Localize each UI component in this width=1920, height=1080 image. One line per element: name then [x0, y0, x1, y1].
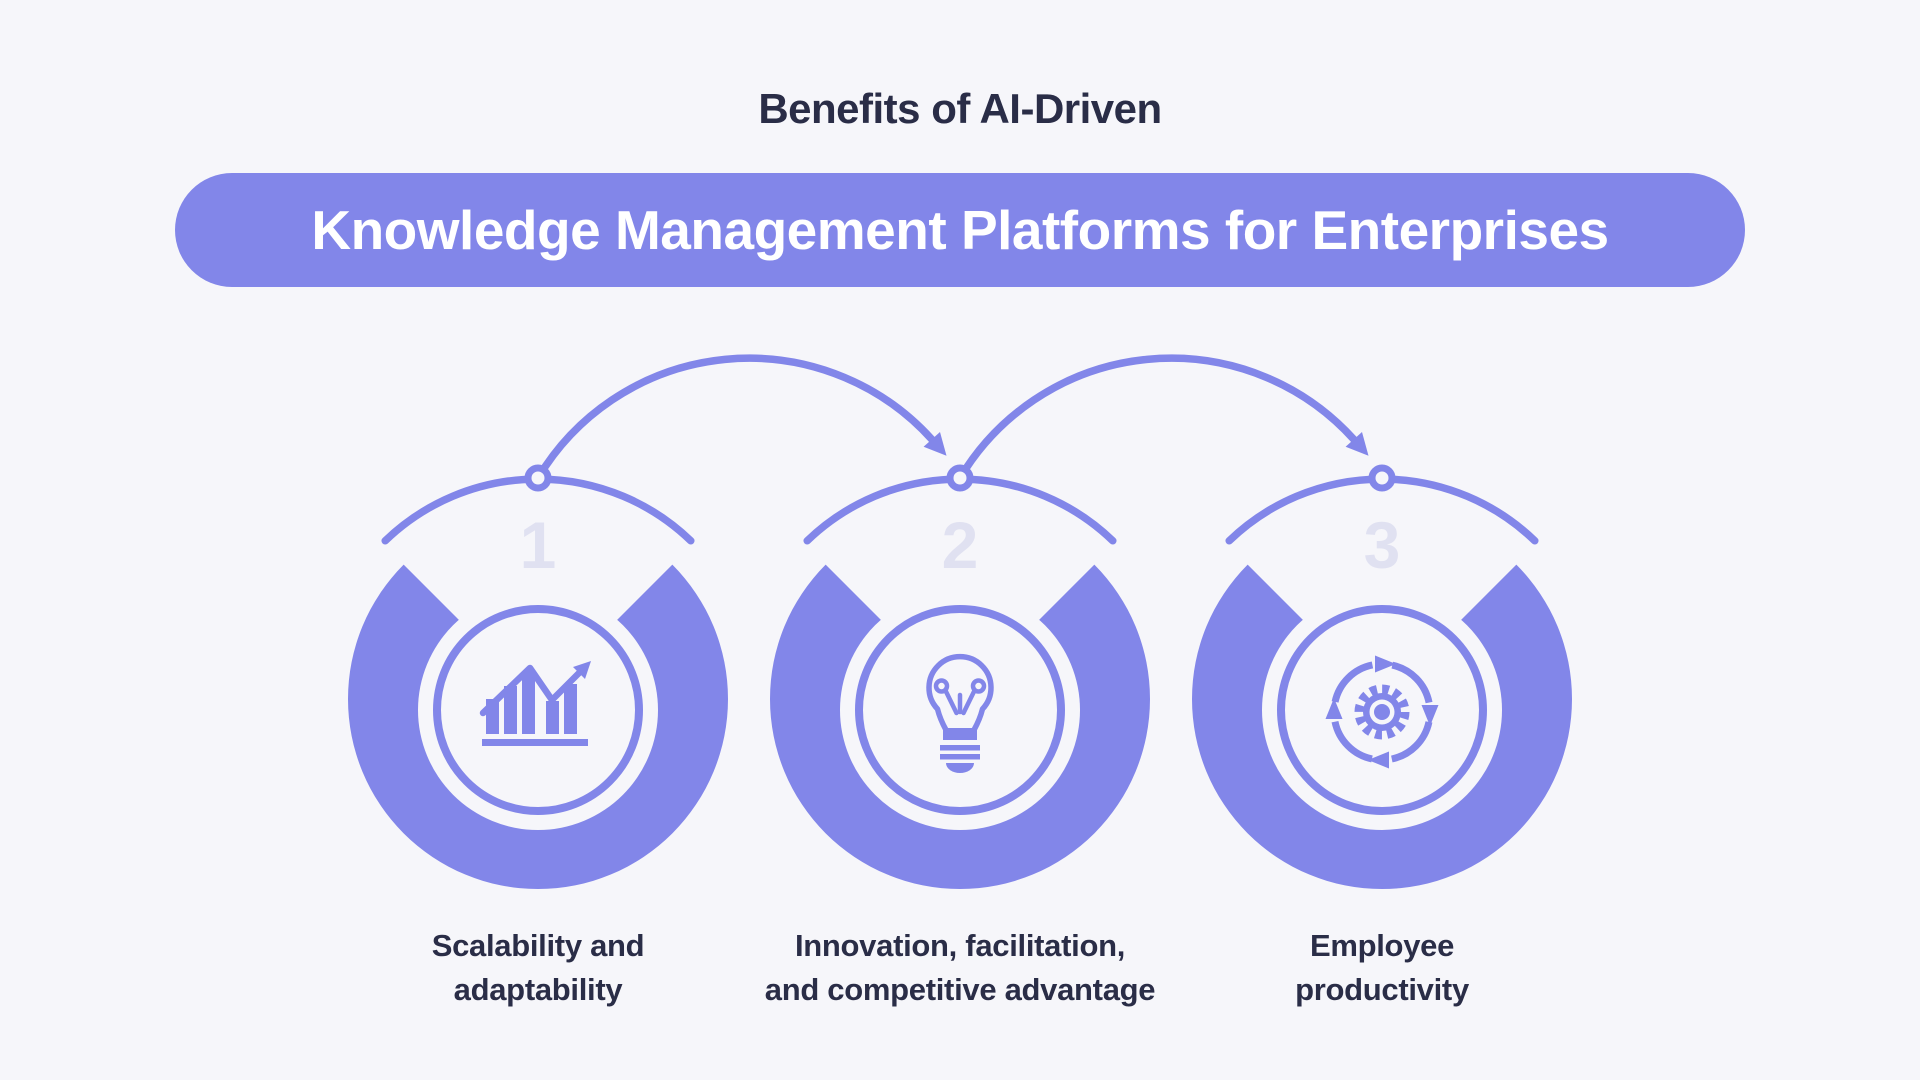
connector-arrow-2-3 [956, 354, 1369, 482]
node-dot [946, 464, 974, 492]
step-item-1: 1 [348, 464, 728, 890]
banner-text: Knowledge Management Platforms for Enter… [311, 199, 1609, 261]
growth-chart-icon [479, 660, 592, 746]
arrowhead-icon [1345, 432, 1369, 456]
step-label-2: Innovation, facilitation, and competitiv… [764, 924, 1156, 1012]
lightbulb-icon [926, 653, 994, 773]
step-item-2: 2 [770, 464, 1150, 890]
step-label-line: Innovation, facilitation, [794, 928, 1126, 963]
connector-arrow-1-2 [534, 354, 947, 482]
step-number: 1 [520, 508, 557, 582]
step-number: 2 [942, 508, 979, 582]
title-banner: Knowledge Management Platforms for Enter… [175, 173, 1745, 287]
process-gear-icon [1325, 655, 1439, 769]
step-label-line: Employee [1309, 928, 1455, 963]
step-label-line: and competitive advantage [764, 972, 1156, 1007]
step-number: 3 [1364, 508, 1401, 582]
step-label-line: Scalability and [431, 928, 645, 963]
page-title: Benefits of AI-Driven [758, 85, 1162, 132]
step-label-3: Employee productivity [1295, 924, 1469, 1012]
step-item-3: 3 [1192, 464, 1573, 890]
node-dot [524, 464, 552, 492]
step-label-line: productivity [1295, 972, 1469, 1007]
step-label-line: adaptability [453, 972, 623, 1007]
arrowhead-icon [923, 432, 947, 456]
node-dot [1368, 464, 1396, 492]
step-label-1: Scalability and adaptability [432, 924, 645, 1012]
inner-ring [433, 605, 643, 815]
